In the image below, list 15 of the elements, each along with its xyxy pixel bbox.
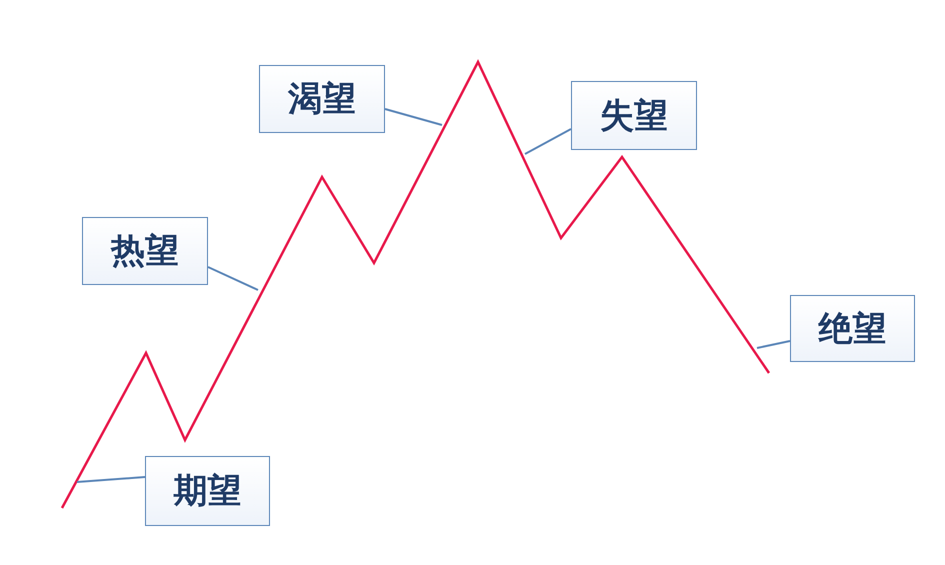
leader-line: [756, 340, 790, 349]
leader-line: [524, 128, 572, 155]
callout-box: [82, 217, 208, 285]
callout-box: [571, 81, 697, 150]
leader-line: [208, 266, 258, 291]
callout-box: [145, 456, 270, 526]
callout-text: 渴望: [288, 78, 356, 121]
callout-text: 期望: [174, 470, 242, 513]
callout-box: [790, 295, 915, 362]
callout-box: [259, 65, 385, 133]
leader-line: [76, 476, 146, 483]
callout-text: 失望: [600, 94, 668, 138]
callout-text: 热望: [111, 230, 179, 273]
leader-line: [384, 108, 442, 126]
callout-text: 绝望: [818, 308, 886, 350]
